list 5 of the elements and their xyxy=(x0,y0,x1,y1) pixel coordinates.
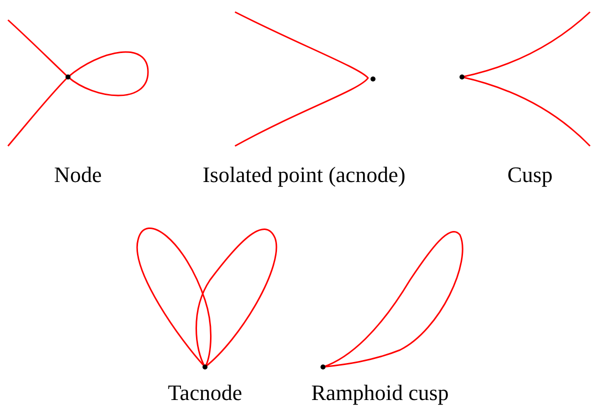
curve-caption: Ramphoid cusp xyxy=(311,380,449,406)
curve-caption: Tacnode xyxy=(168,380,242,406)
curve-caption: Cusp xyxy=(507,162,553,188)
curve-caption: Isolated point (acnode) xyxy=(202,162,406,188)
curve-caption: Node xyxy=(54,162,102,188)
